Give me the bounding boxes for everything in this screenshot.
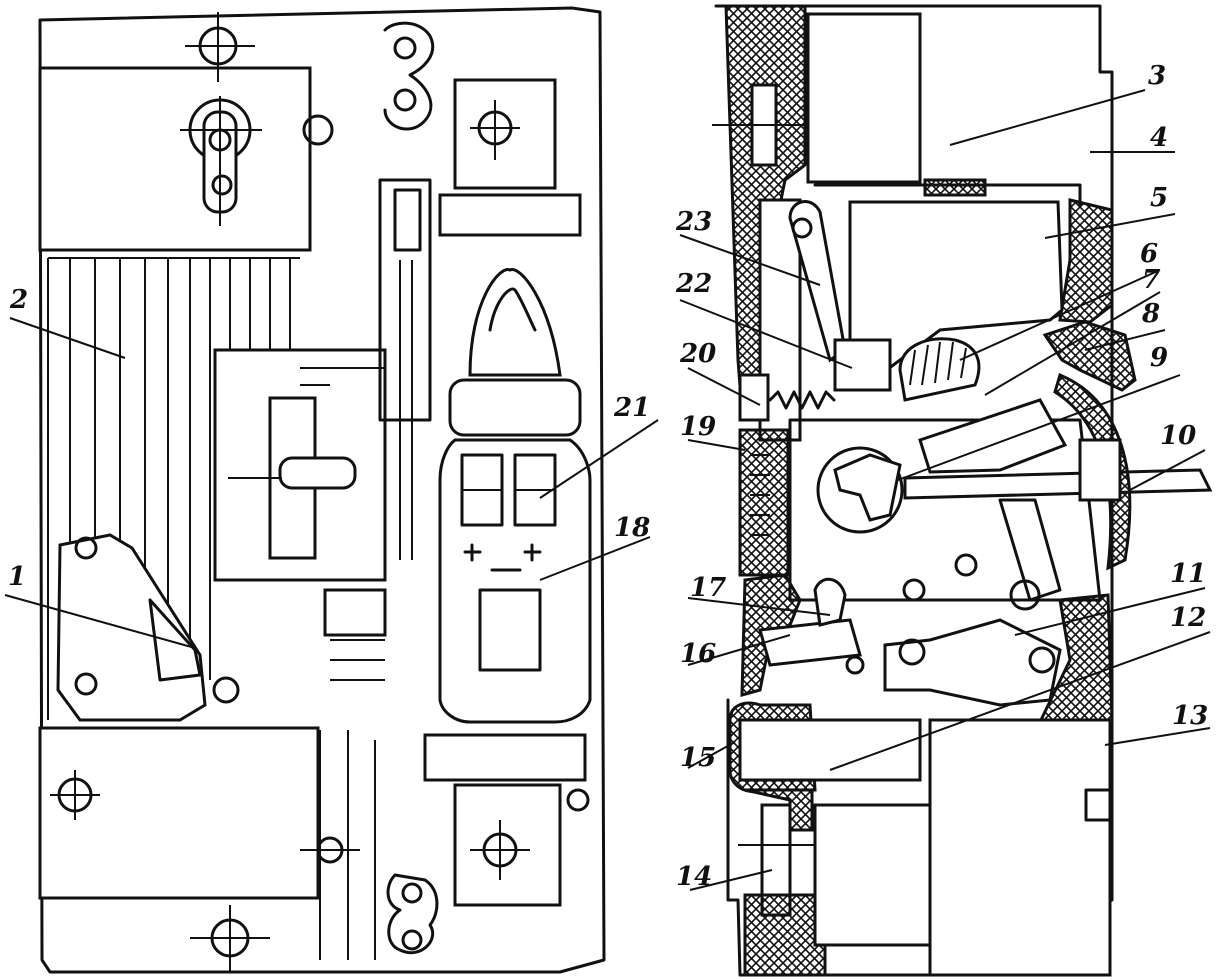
upper-cover-block: [38, 66, 312, 252]
contact-link-lower: [386, 873, 439, 955]
callout-23: 23: [675, 207, 712, 237]
leader-lines: [4, 89, 1211, 891]
callout-3: 3: [1148, 61, 1166, 91]
upper-terminal: [453, 78, 557, 190]
lower-cover-block: [38, 726, 320, 900]
thermal-release-lever: [56, 533, 207, 722]
scale-19: [738, 428, 790, 577]
insulating-wall-right: [1058, 198, 1114, 324]
front-view: [38, 6, 606, 974]
callout-15: 15: [680, 743, 716, 773]
callout-6: 6: [1140, 239, 1158, 269]
callout-16: 16: [680, 639, 716, 669]
callout-4: 4: [1150, 123, 1168, 153]
callout-13: 13: [1172, 701, 1208, 731]
callout-14: 14: [676, 862, 712, 892]
contact-link-upper: [383, 21, 434, 131]
pawl-hook: [833, 453, 902, 522]
callout-10: 10: [1160, 421, 1196, 451]
callout-5: 5: [1150, 183, 1168, 213]
release-arm-23: [788, 200, 847, 363]
arc-shield-upper: [1042, 320, 1137, 392]
chamber-3: [806, 12, 922, 184]
callout-12: 12: [1170, 603, 1206, 633]
callout-18: 18: [614, 513, 650, 543]
lower-terminal: [453, 783, 562, 907]
callout-1: 1: [8, 562, 26, 592]
callout-20: 20: [679, 339, 716, 369]
callout-7: 7: [1142, 265, 1160, 295]
busbar-12: [738, 718, 922, 782]
lower-busbar: [423, 733, 587, 782]
bimetal-fins: [47, 257, 300, 720]
arc-chute-top: [468, 268, 562, 377]
section-view: [712, 4, 1213, 977]
callout-21: 21: [613, 393, 650, 423]
callout-19: 19: [680, 412, 716, 442]
callout-9: 9: [1150, 343, 1168, 373]
toggle-link-9: [918, 398, 1068, 474]
callout-numbers: 1 2 3 4 5 6 7 8 9 10 11 12 13 14 15 16 1…: [8, 61, 1208, 892]
lower-chamber-13: [928, 718, 1112, 977]
arc-grid-6: [898, 337, 981, 402]
front-housing: [38, 6, 606, 974]
callout-2: 2: [9, 285, 28, 315]
callout-11: 11: [1170, 559, 1206, 589]
handle-lever-10: [903, 468, 1213, 500]
handle-shroud: [1053, 372, 1132, 571]
trip-catch-17: [813, 577, 847, 627]
callout-22: 22: [675, 269, 712, 299]
spring-20: [768, 390, 836, 410]
callout-17: 17: [690, 573, 726, 603]
callout-8: 8: [1141, 299, 1160, 329]
